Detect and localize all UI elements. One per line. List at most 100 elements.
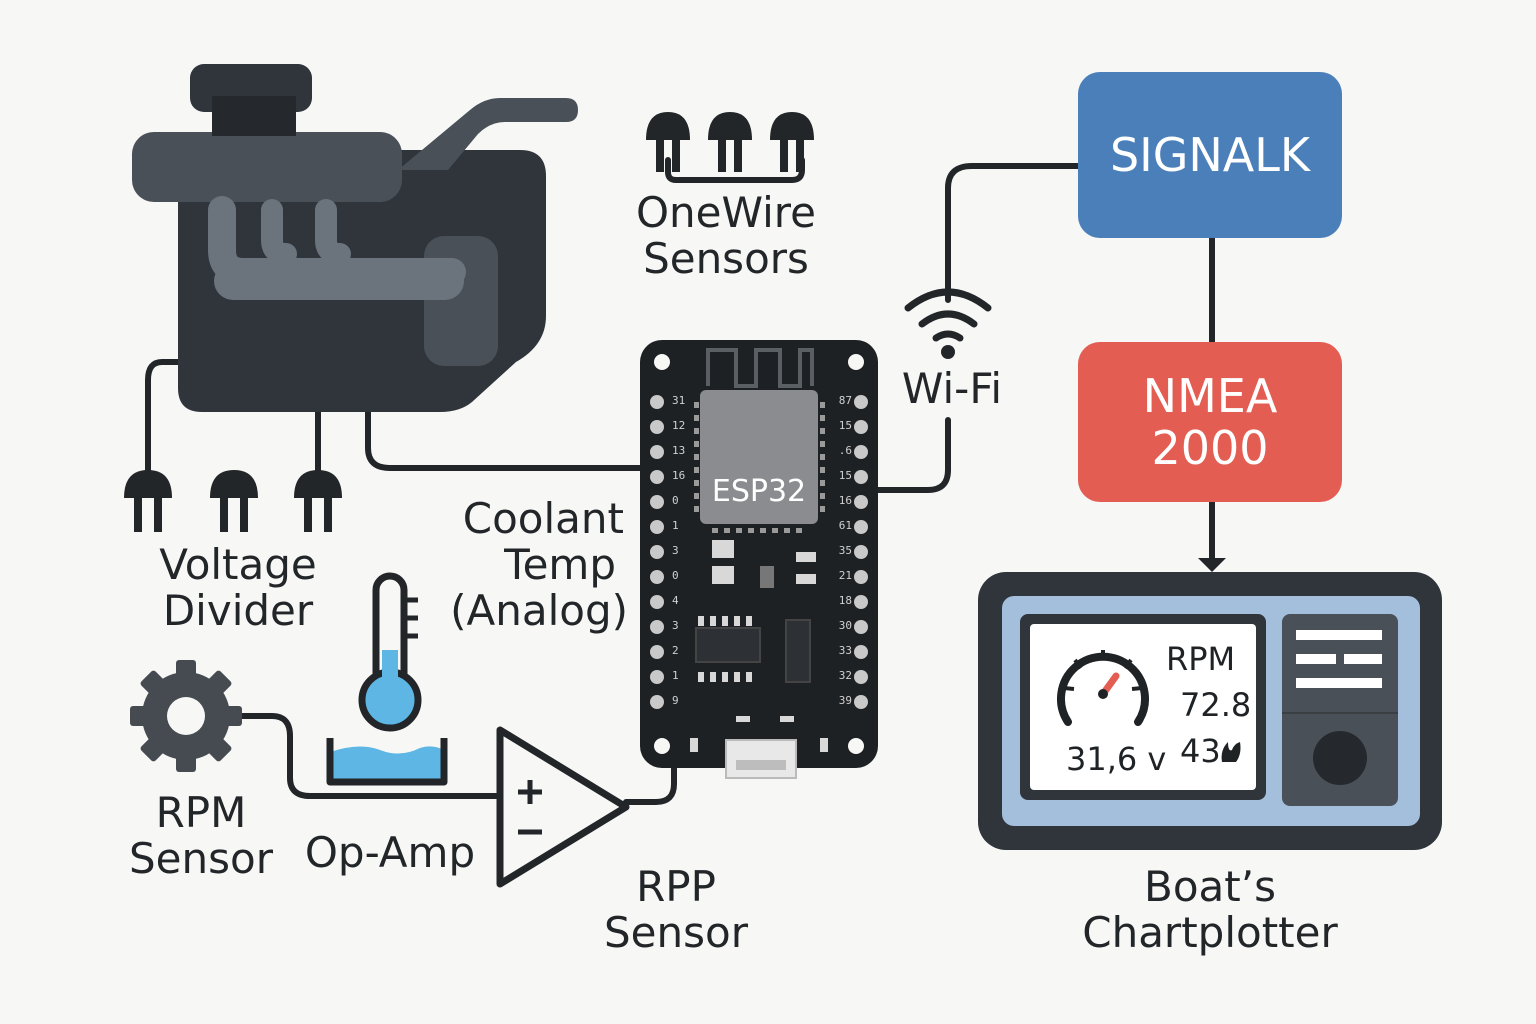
module-pad xyxy=(694,506,699,512)
pin-label: 1 xyxy=(672,669,679,682)
pin-label: 13 xyxy=(672,444,686,457)
nmea2000-box: NMEA 2000 xyxy=(1078,342,1342,502)
pin-label: 2 xyxy=(672,644,679,657)
chartplotter-device xyxy=(978,572,1442,850)
module-pad xyxy=(820,441,825,447)
antenna-trace xyxy=(706,348,814,388)
pin-label: 31 xyxy=(672,394,686,407)
chip-leg xyxy=(722,616,728,626)
chip-leg xyxy=(722,672,728,682)
module-pad xyxy=(712,528,718,533)
pin-label: 1 xyxy=(672,519,679,532)
header-pin xyxy=(650,620,664,634)
onewire-sensors-label: OneWire Sensors xyxy=(636,188,816,283)
pin-label: 4 xyxy=(672,594,679,607)
header-pin xyxy=(650,645,664,659)
chip-leg xyxy=(698,672,704,682)
header-pin xyxy=(854,470,868,484)
pin-label: 3 xyxy=(672,619,679,632)
chip-leg xyxy=(698,616,704,626)
plotter-flame-icon xyxy=(1220,740,1242,764)
header-pin xyxy=(854,620,868,634)
module-pad xyxy=(784,528,790,533)
pin-label: 0 xyxy=(672,494,679,507)
module-pad xyxy=(724,528,730,533)
wire-onewire-bus xyxy=(665,157,805,183)
esp32-board xyxy=(640,340,878,779)
wifi-dot xyxy=(941,345,955,359)
chip-leg xyxy=(710,672,716,682)
chip-leg xyxy=(746,616,752,626)
pin-label: 15 xyxy=(838,419,852,432)
pin-label: 32 xyxy=(838,669,852,682)
wifi-label: Wi-Fi xyxy=(901,364,1003,413)
module-pad xyxy=(748,528,754,533)
plotter-rpm-label: RPM xyxy=(1166,640,1236,678)
wire-voltage-left xyxy=(145,359,181,481)
arrow-to-plotter-icon xyxy=(1198,558,1226,572)
module-pad xyxy=(694,428,699,434)
rpp-sensor-label: RPP Sensor xyxy=(604,862,748,957)
header-pin xyxy=(854,570,868,584)
header-pin xyxy=(854,670,868,684)
thermometer-icon xyxy=(358,572,422,732)
header-pin xyxy=(854,695,868,709)
header-pin xyxy=(650,420,664,434)
nmea-label-line1: NMEA xyxy=(1142,369,1278,423)
usb-port xyxy=(725,739,797,779)
module-pad xyxy=(694,467,699,473)
pin-label: 0 xyxy=(672,569,679,582)
voltage-divider-label: Voltage Divider xyxy=(159,540,317,635)
chip-leg xyxy=(734,672,740,682)
header-pin xyxy=(650,695,664,709)
pin-label: 16 xyxy=(672,469,686,482)
module-pad xyxy=(694,480,699,486)
esp32-label: ESP32 xyxy=(711,474,807,509)
module-pad xyxy=(760,528,766,533)
module-pad xyxy=(820,493,825,499)
pin-label: 35 xyxy=(838,544,852,557)
esp32-module xyxy=(700,390,818,524)
header-pin xyxy=(650,445,664,459)
coolant-temp-label: Coolant Temp (Analog) xyxy=(450,494,628,635)
module-pad xyxy=(694,402,699,408)
module-pad xyxy=(820,402,825,408)
plotter-value-2: 43 xyxy=(1180,732,1221,770)
wire-rpm-opamp xyxy=(229,713,503,799)
signalk-label: SIGNALK xyxy=(1109,128,1311,182)
rpm-sensor-label: RPM Sensor xyxy=(129,788,273,883)
header-pin xyxy=(650,470,664,484)
module-pad xyxy=(796,528,802,533)
chip-leg xyxy=(710,616,716,626)
header-pin xyxy=(854,395,868,409)
header-pin xyxy=(650,670,664,684)
voltage-connector-icon xyxy=(210,470,258,532)
module-pad xyxy=(820,454,825,460)
opamp-label: Op-Amp xyxy=(304,828,476,877)
module-pad xyxy=(820,428,825,434)
nmea-label-line2: 2000 xyxy=(1151,421,1269,475)
water-beaker-icon xyxy=(326,738,448,786)
header-pin xyxy=(650,595,664,609)
plotter-value-1: 72.8 xyxy=(1180,686,1252,724)
header-pin xyxy=(650,570,664,584)
module-pad xyxy=(820,415,825,421)
header-pin xyxy=(650,545,664,559)
pin-label: 21 xyxy=(838,569,852,582)
module-pad xyxy=(820,480,825,486)
onewire-sensor-icon xyxy=(708,112,752,172)
pin-label: .6 xyxy=(838,444,852,457)
pin-label: 9 xyxy=(672,694,679,707)
module-pad xyxy=(736,528,742,533)
gauge-icon xyxy=(1057,650,1149,726)
plotter-knob xyxy=(1313,731,1367,785)
header-pin xyxy=(854,520,868,534)
engine-icon xyxy=(132,64,578,412)
wifi-icon xyxy=(904,288,992,342)
wire-wifi-signalk xyxy=(945,163,1085,303)
header-pin xyxy=(854,420,868,434)
module-pad xyxy=(694,454,699,460)
pin-label: 18 xyxy=(838,594,852,607)
voltage-connector-icon xyxy=(124,470,172,532)
pin-label: 61 xyxy=(838,519,852,532)
